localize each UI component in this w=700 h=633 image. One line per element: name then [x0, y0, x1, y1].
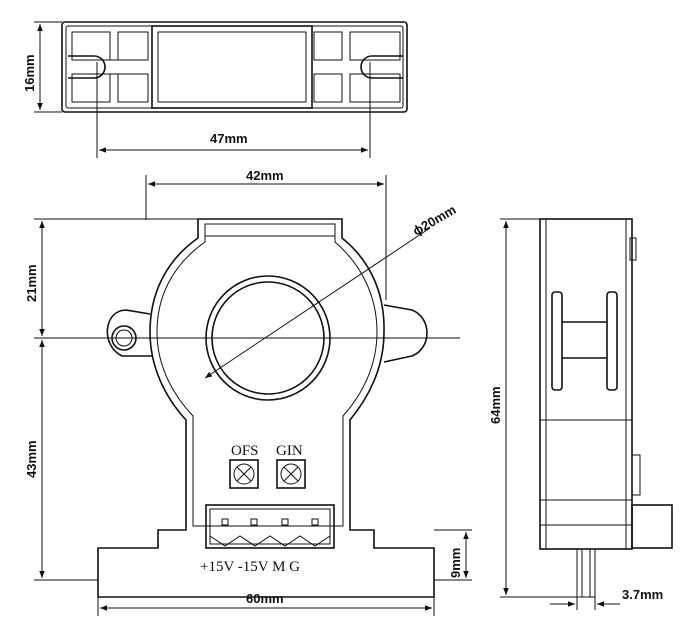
top-height-dim-label: 16mm: [22, 54, 37, 92]
right-mounting-slot: [313, 31, 403, 103]
top-width-dim-label: 47mm: [210, 131, 248, 146]
left-mounting-slot: [68, 31, 149, 103]
front-top-width-label: 42mm: [246, 168, 284, 183]
side-view: 64mm 3.7mm: [488, 218, 673, 610]
upper-height-label: 21mm: [24, 264, 39, 302]
terminal-connector: [205, 504, 335, 549]
pin-width-label: 3.7mm: [622, 587, 663, 602]
top-view-outline: [61, 21, 408, 113]
base-width-label: 60mm: [246, 591, 284, 606]
side-pin: [576, 548, 596, 598]
pin-height-label: 9mm: [448, 548, 463, 578]
side-tab: [631, 454, 641, 496]
side-connector: [631, 504, 673, 549]
side-bobbin: [551, 291, 618, 391]
side-height-label: 64mm: [488, 386, 503, 424]
gin-potentiometer[interactable]: [276, 459, 306, 489]
left-mounting-ear: [106, 309, 152, 357]
ofs-potentiometer[interactable]: [229, 459, 259, 489]
front-view: ϕ20mm OFS GIN +15V -15V M G: [24, 168, 472, 616]
top-view-center-window: [151, 25, 313, 109]
ofs-label: OFS: [231, 443, 259, 459]
right-mounting-ear: [383, 304, 428, 363]
gin-label: GIN: [276, 443, 303, 459]
pin-labels: +15V -15V M G: [200, 559, 300, 575]
lower-height-label: 43mm: [24, 440, 39, 478]
top-view: 16mm 47mm: [22, 21, 408, 158]
aperture-diameter-label: ϕ20mm: [410, 202, 458, 239]
